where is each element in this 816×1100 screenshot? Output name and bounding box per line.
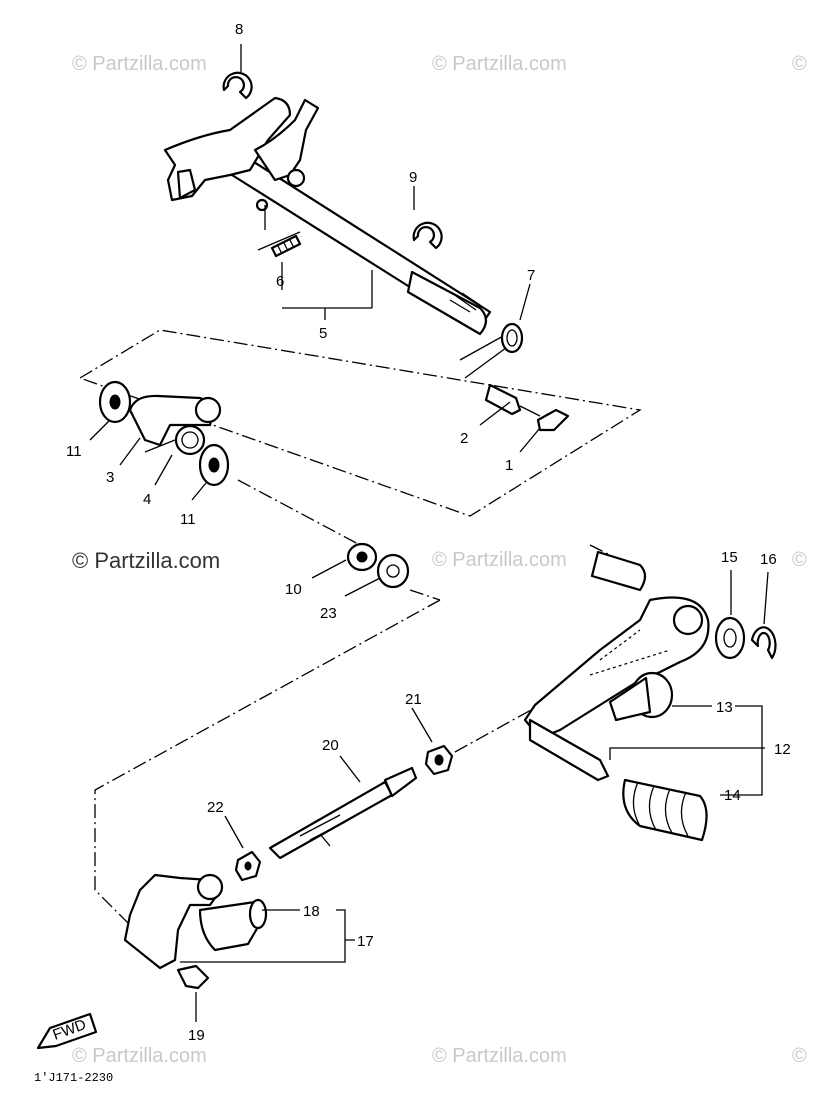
- callout-4: 4: [143, 491, 151, 508]
- callout-14: 14: [724, 787, 741, 804]
- spring-6: [257, 231, 302, 258]
- washer-15: [714, 616, 746, 660]
- circlip-8: [222, 71, 253, 100]
- callout-15: 15: [721, 549, 738, 566]
- shift-shaft-assembly: [163, 96, 492, 336]
- callout-5: 5: [319, 325, 327, 342]
- callout-20: 20: [322, 737, 339, 754]
- circlip-9: [412, 221, 443, 250]
- watermark-bottom-right: ©: [792, 1045, 807, 1067]
- callout-16: 16: [760, 551, 777, 568]
- spring-7: [459, 322, 524, 379]
- callout-1: 1: [505, 457, 513, 474]
- watermark-top-right: ©: [792, 53, 807, 75]
- watermark-middle-left: © Partzilla.com: [72, 548, 220, 573]
- callout-17: 17: [357, 933, 374, 950]
- footpeg-rubber-14: [622, 778, 708, 842]
- callout-22: 22: [207, 799, 224, 816]
- watermark-middle-right: ©: [792, 549, 807, 571]
- callouts: 8 9 6 5 7 2 1 11 3 4 11 10 23 15 16 13 1…: [66, 21, 791, 1044]
- callout-21: 21: [405, 691, 422, 708]
- circlip-16: [750, 626, 777, 660]
- callout-12: 12: [774, 741, 791, 758]
- watermark-top-center: © Partzilla.com: [432, 53, 567, 75]
- callout-13: 13: [716, 699, 733, 716]
- shaft-stub: [590, 550, 647, 592]
- watermark-middle-center: © Partzilla.com: [432, 549, 567, 571]
- stopper-lever-group: [98, 380, 230, 487]
- callout-7: 7: [527, 267, 535, 284]
- callout-19: 19: [188, 1027, 205, 1044]
- callout-9: 9: [409, 169, 417, 186]
- callout-23: 23: [320, 605, 337, 622]
- watermark-bottom-center: © Partzilla.com: [432, 1045, 567, 1067]
- callout-10: 10: [285, 581, 302, 598]
- nut-22: [234, 850, 262, 882]
- callout-2: 2: [460, 430, 468, 447]
- fwd-arrow: FWD: [36, 1012, 98, 1050]
- watermark-bottom-left: © Partzilla.com: [72, 1045, 207, 1067]
- callout-6: 6: [276, 273, 284, 290]
- shift-pedal: [523, 596, 710, 782]
- callout-8: 8: [235, 21, 243, 38]
- rod-joint-17: [123, 873, 268, 990]
- shift-rod-20: [268, 766, 418, 860]
- leader-lines: [89, 44, 769, 1022]
- callout-11-upper: 11: [66, 443, 82, 460]
- nut-21: [424, 744, 454, 776]
- watermark-top-left: © Partzilla.com: [72, 53, 207, 75]
- callout-3: 3: [106, 469, 114, 486]
- washers-10-23: [346, 542, 410, 589]
- callout-18: 18: [303, 903, 320, 920]
- watermarks: © Partzilla.com © Partzilla.com © © Part…: [72, 53, 807, 1067]
- diagram-code: 1'J171-2230: [34, 1071, 113, 1085]
- callout-11-lower: 11: [180, 511, 196, 528]
